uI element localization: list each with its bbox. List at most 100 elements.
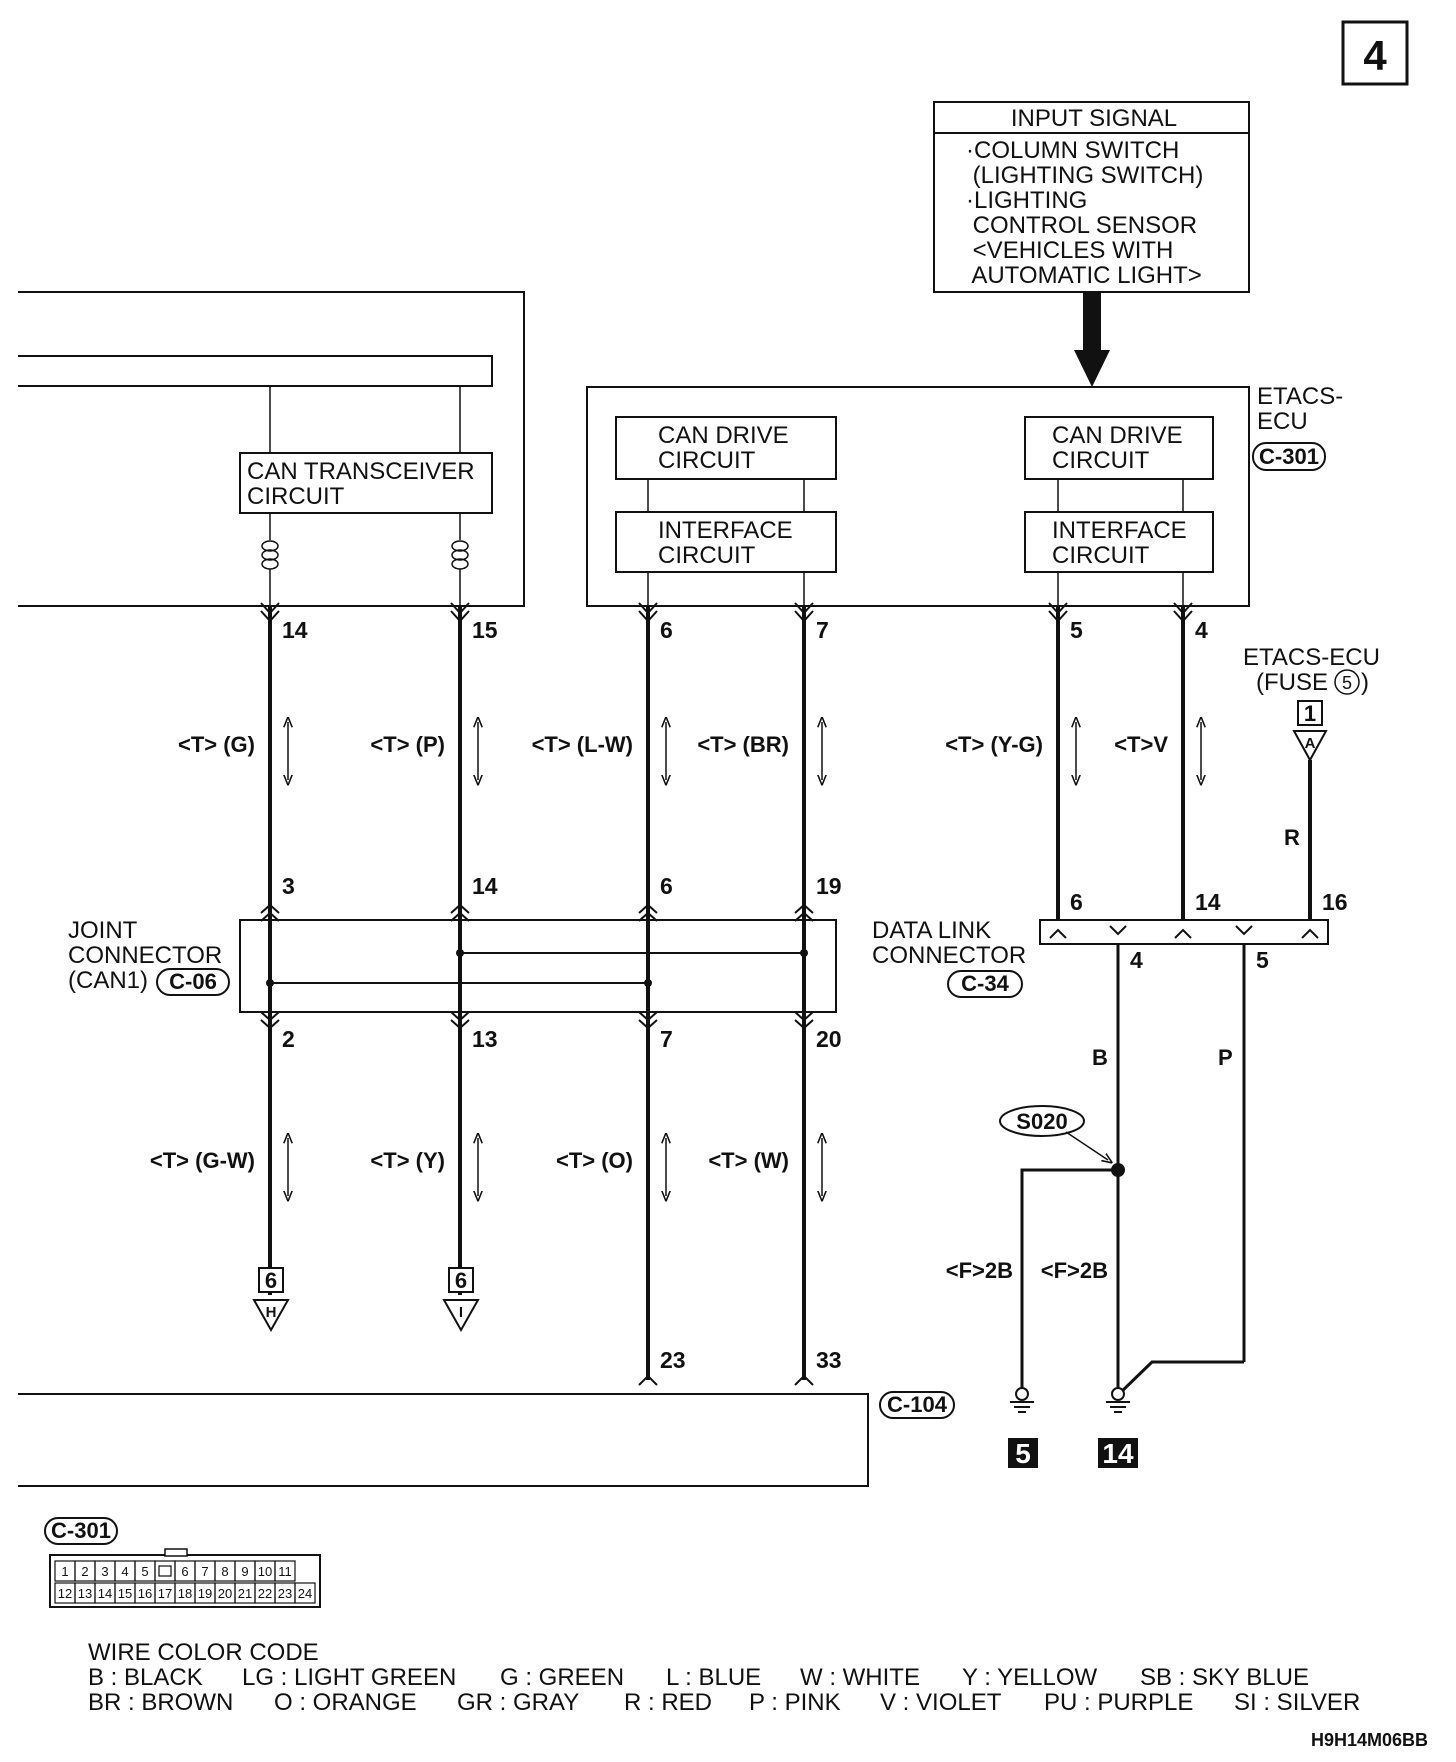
wire-label-br: <T> (BR) xyxy=(697,732,789,757)
offpage-i-letter: I xyxy=(459,1304,463,1321)
pin-4-top: 4 xyxy=(1195,617,1208,643)
dlc-connector-code: C-34 xyxy=(961,971,1009,996)
bottom-unit: 23 33 C-104 xyxy=(18,1347,955,1487)
twisted-pair-icon xyxy=(261,540,469,570)
color-code-y: Y : YELLOW xyxy=(962,1664,1098,1691)
input-signal-line-1: ·COLUMN SWITCH xyxy=(966,137,1179,164)
offpage-i-num: 6 xyxy=(455,1268,467,1293)
etacs-connector-code: C-301 xyxy=(1259,444,1319,469)
fuse-letter: A xyxy=(1305,735,1316,752)
offpage-connector-i: 6 I xyxy=(442,1267,480,1333)
dlc-label-2: CONNECTOR xyxy=(872,942,1026,969)
ground-number-5: 5 xyxy=(1015,1438,1031,1469)
interface-left-line-2: CIRCUIT xyxy=(658,542,756,569)
wire-label-y-g: <T> (Y-G) xyxy=(945,732,1043,757)
bottom-pin-33: 33 xyxy=(816,1347,842,1373)
color-code-gr: GR : GRAY xyxy=(457,1689,579,1716)
dlc-pin-6: 6 xyxy=(1070,889,1083,915)
connector-cell xyxy=(294,1582,316,1604)
connector-cell-label: 4 xyxy=(121,1564,128,1579)
joint-connector-badge xyxy=(156,968,230,996)
pin-14-top: 14 xyxy=(282,617,308,643)
color-code-o: O : ORANGE xyxy=(274,1689,417,1716)
joint-connector-label-2: CONNECTOR xyxy=(68,942,222,969)
color-code-sb: SB : SKY BLUE xyxy=(1140,1664,1309,1691)
etacs-connector-badge xyxy=(1252,442,1326,471)
joint-connector: JOINT CONNECTOR (CAN1) C-06 xyxy=(68,917,837,1013)
color-code-g: G : GREEN xyxy=(500,1664,624,1691)
ground-wire-label-2: <F>2B xyxy=(1041,1258,1108,1283)
offpage-h-letter: H xyxy=(266,1304,277,1321)
connector-cell-label: 6 xyxy=(181,1564,188,1579)
can-transceiver-line-2: CIRCUIT xyxy=(247,483,345,510)
joint-pin-13: 13 xyxy=(472,1026,498,1052)
fuse-box-number: 1 xyxy=(1304,701,1316,726)
color-code-w: W : WHITE xyxy=(800,1664,920,1691)
can-drive-left-line-1: CAN DRIVE xyxy=(658,422,789,449)
connector-cell-label: 10 xyxy=(258,1564,272,1579)
connector-cell-label: 5 xyxy=(141,1564,148,1579)
joint-pin-20: 20 xyxy=(816,1026,842,1052)
can-drive-box-right xyxy=(1024,416,1214,480)
color-code-br: BR : BROWN xyxy=(88,1689,233,1716)
connector-cell xyxy=(154,1560,176,1582)
wire-label-l-w: <T> (L-W) xyxy=(532,732,633,757)
connector-cell-label: 9 xyxy=(241,1564,248,1579)
connector-cell-label: 17 xyxy=(158,1586,172,1601)
color-code-r: R : RED xyxy=(624,1689,712,1716)
bottom-pin-23: 23 xyxy=(660,1347,686,1373)
connector-cell-label: 23 xyxy=(278,1586,292,1601)
connector-cell-label: 18 xyxy=(178,1586,192,1601)
connector-key-slot xyxy=(158,1565,172,1577)
dlc-label-1: DATA LINK xyxy=(872,917,991,944)
dlc-ground-wiring xyxy=(1020,944,1246,1397)
offpage-connector-h: 6 H xyxy=(252,1267,290,1333)
data-link-connector: 6 14 16 4 5 DATA LINK CONNECTOR C-34 xyxy=(872,889,1348,998)
wire-color-code-title: WIRE COLOR CODE xyxy=(88,1639,319,1666)
interface-box-right xyxy=(1024,511,1214,573)
connector-cell-label: 14 xyxy=(98,1586,112,1601)
color-code-p: P : PINK xyxy=(749,1689,841,1716)
connector-cell-label: 20 xyxy=(218,1586,232,1601)
can-transceiver-box xyxy=(239,452,493,514)
pin-6-top: 6 xyxy=(660,617,673,643)
input-signal-title: INPUT SIGNAL xyxy=(1011,105,1177,132)
upper-wire-labels: <T> (G) <T> (P) <T> (L-W) <T> (BR) <T> (… xyxy=(178,732,1168,757)
splice-label: S020 xyxy=(999,1105,1108,1160)
joint-connector-label-3: (CAN1) xyxy=(68,967,148,994)
splice-code: S020 xyxy=(1016,1109,1067,1134)
color-code-si: SI : SILVER xyxy=(1234,1689,1360,1716)
joint-pin-numbers: 3 14 6 19 2 13 7 20 xyxy=(282,873,842,1052)
wire-label-g: <T> (G) xyxy=(178,732,255,757)
connector-cell-label: 2 xyxy=(81,1564,88,1579)
connector-view-badge xyxy=(44,1517,118,1545)
pin-5-top: 5 xyxy=(1070,617,1083,643)
pin-15-top: 15 xyxy=(472,617,498,643)
bottom-connector-badge xyxy=(879,1391,955,1419)
fuse-number: 5 xyxy=(1342,673,1352,693)
dlc-connector-badge xyxy=(947,970,1023,998)
dlc-pin-16: 16 xyxy=(1322,889,1348,915)
interface-right-line-2: CIRCUIT xyxy=(1052,542,1150,569)
connector-cell-label: 7 xyxy=(201,1564,208,1579)
dlc-pin-14: 14 xyxy=(1195,889,1221,915)
input-signal-line-3: ·LIGHTING xyxy=(966,187,1087,214)
connector-cell-label: 22 xyxy=(258,1586,272,1601)
input-signal-line-5: <VEHICLES WITH xyxy=(966,237,1173,264)
connector-cell-label: 12 xyxy=(58,1586,72,1601)
ground-wire-label-1: <F>2B xyxy=(946,1258,1013,1283)
joint-pin-14: 14 xyxy=(472,873,498,899)
color-code-lg: LG : LIGHT GREEN xyxy=(242,1664,456,1691)
wire-label-w: <T> (W) xyxy=(708,1148,789,1173)
wire-color-code: WIRE COLOR CODE B : BLACK LG : LIGHT GRE… xyxy=(88,1639,1360,1716)
etacs-ecu-unit: ETACS- ECU C-301 CAN DRIVE CIRCUIT INTER… xyxy=(586,383,1343,607)
page-number-box: 4 xyxy=(1341,20,1409,86)
joint-pin-19: 19 xyxy=(816,873,842,899)
input-signal-line-2: (LIGHTING SWITCH) xyxy=(966,162,1203,189)
joint-pin-2: 2 xyxy=(282,1026,295,1052)
lower-wire-labels: <T> (G-W) <T> (Y) <T> (O) <T> (W) xyxy=(150,1148,789,1173)
wire-label-g-w: <T> (G-W) xyxy=(150,1148,255,1173)
